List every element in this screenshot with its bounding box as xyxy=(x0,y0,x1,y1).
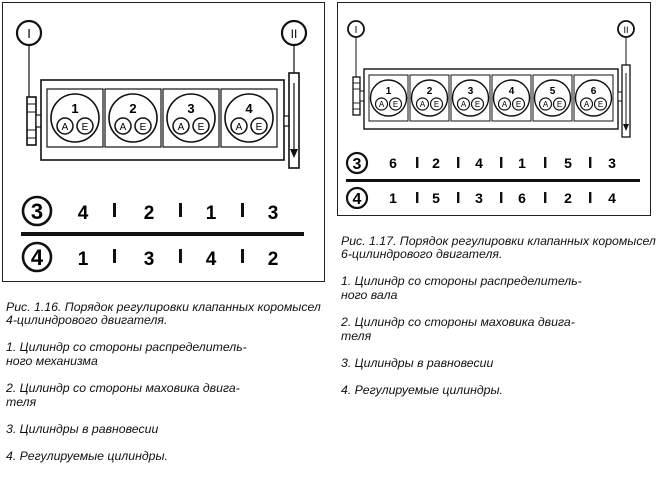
cylinder-1: 1 A E xyxy=(46,88,104,148)
separator-line xyxy=(346,179,640,182)
row3-value: 1 xyxy=(206,203,217,224)
caption-title: Рис. 1.16. Порядок регулировки клапанных… xyxy=(6,299,321,328)
row4-value: 4 xyxy=(206,249,217,270)
valve-a-label: A xyxy=(379,100,385,109)
cylinder-2: 2 A E xyxy=(409,74,450,122)
row4-value: 1 xyxy=(78,249,89,270)
caption-item: 1. Цилиндр со стороны распределитель- но… xyxy=(6,340,247,368)
row3-value: 4 xyxy=(475,155,483,171)
row3-value: 2 xyxy=(432,155,440,171)
caption-item: 4. Регулируемые цилиндры. xyxy=(341,383,503,398)
diagram-4-cylinder: I II 1 A E 2 xyxy=(15,19,308,273)
valve-e-label: E xyxy=(557,100,562,109)
cylinder-4: 4 A E xyxy=(220,88,278,148)
figure-4-cylinder: I II 1 A E 2 xyxy=(2,2,325,282)
row4-value: 1 xyxy=(389,190,397,206)
valve-e-label: E xyxy=(434,100,439,109)
valve-e-label: E xyxy=(598,100,603,109)
cylinder-number: 4 xyxy=(245,101,253,116)
row3-value: 3 xyxy=(608,155,616,171)
valve-a-label: A xyxy=(62,122,69,133)
valve-e-label: E xyxy=(198,122,205,133)
figure-6-cylinder: I II 1 A E 2 xyxy=(337,2,651,216)
row4-value: 3 xyxy=(475,190,483,206)
valve-a-label: A xyxy=(120,122,127,133)
row4-value: 2 xyxy=(564,190,572,206)
valve-e-label: E xyxy=(516,100,521,109)
marker-ii-label: II xyxy=(291,27,298,41)
cylinder-number: 2 xyxy=(129,101,136,116)
cylinder-4: 4 A E xyxy=(491,74,532,122)
row3-value: 4 xyxy=(78,203,89,224)
cylinder-3: 3 A E xyxy=(162,88,220,148)
row-balanced-label: 3 xyxy=(353,156,362,173)
cylinder-6: 6 A E xyxy=(573,74,614,122)
valve-e-label: E xyxy=(256,122,263,133)
cylinder-number: 3 xyxy=(468,86,474,97)
caption-item: 3. Цилиндры в равновесии xyxy=(6,421,159,436)
caption-item: 4. Регулируемые цилиндры. xyxy=(6,449,168,464)
valve-a-label: A xyxy=(543,100,549,109)
row3-value: 3 xyxy=(268,203,279,224)
caption-item: 1. Цилиндр со стороны распределитель- но… xyxy=(341,274,582,302)
valve-e-label: E xyxy=(82,122,89,133)
row4-value: 5 xyxy=(432,190,440,206)
caption-title: Рис. 1.17. Порядок регулировки клапанных… xyxy=(341,233,656,262)
valve-a-label: A xyxy=(236,122,243,133)
separator-line xyxy=(21,232,304,236)
row-balanced-badge xyxy=(345,151,369,175)
row-adjusted-label: 4 xyxy=(31,245,44,270)
row4-value: 6 xyxy=(518,190,526,206)
cylinder-5: 5 A E xyxy=(532,74,573,122)
row-adjusted-label: 4 xyxy=(353,191,362,208)
marker-ii-label: II xyxy=(623,25,628,35)
caption-item: 2. Цилиндр со стороны маховика двига- те… xyxy=(6,381,240,409)
valve-e-label: E xyxy=(475,100,480,109)
marker-i-label: I xyxy=(27,26,31,41)
row-adjusted-badge xyxy=(21,241,53,273)
row-balanced-badge xyxy=(21,195,53,227)
diagram-6-cylinder: I II 1 A E 2 xyxy=(345,20,640,210)
row-adjusted-badge xyxy=(345,186,369,210)
cylinder-number: 6 xyxy=(591,86,597,97)
cylinder-number: 2 xyxy=(427,86,433,97)
valve-a-label: A xyxy=(584,100,590,109)
cylinder-1: 1 A E xyxy=(368,74,409,122)
row3-value: 5 xyxy=(564,155,572,171)
valve-a-label: A xyxy=(420,100,426,109)
caption-4-cylinder: Рис. 1.16. Порядок регулировки клапанных… xyxy=(6,287,324,477)
valve-a-label: A xyxy=(461,100,467,109)
row3-value: 1 xyxy=(518,155,526,171)
valve-a-label: A xyxy=(178,122,185,133)
row4-value: 4 xyxy=(608,190,616,206)
caption-item: 3. Цилиндры в равновесии xyxy=(341,355,494,370)
valve-e-label: E xyxy=(393,100,398,109)
row-balanced-label: 3 xyxy=(31,199,43,224)
row3-value: 6 xyxy=(389,155,397,171)
cylinder-number: 4 xyxy=(509,86,515,97)
valve-a-label: A xyxy=(502,100,508,109)
cylinder-3: 3 A E xyxy=(450,74,491,122)
valve-e-label: E xyxy=(140,122,147,133)
cylinder-number: 1 xyxy=(386,86,392,97)
cylinder-2: 2 A E xyxy=(104,88,162,148)
caption-6-cylinder: Рис. 1.17. Порядок регулировки клапанных… xyxy=(341,221,659,411)
row3-value: 2 xyxy=(144,203,155,224)
row4-value: 2 xyxy=(268,249,279,270)
cylinder-number: 5 xyxy=(550,86,556,97)
marker-i-label: I xyxy=(355,25,358,36)
caption-item: 2. Цилиндр со стороны маховика двига- те… xyxy=(341,315,575,343)
cylinder-number: 1 xyxy=(71,101,78,116)
cylinder-number: 3 xyxy=(187,101,194,116)
row4-value: 3 xyxy=(144,249,155,270)
